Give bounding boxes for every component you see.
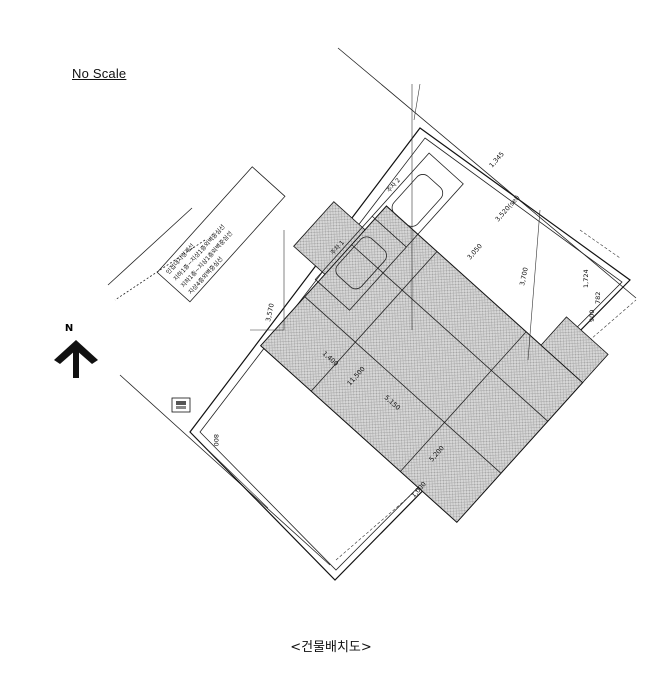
dim-3700: 3,700: [518, 267, 530, 287]
legend-line-2: 지하1층~지상1층외벽중심선: [172, 223, 227, 283]
building-footprint: [259, 201, 609, 524]
north-arrow-icon: N: [54, 323, 98, 378]
utility-box: [171, 397, 191, 413]
dim-1345: 1,345: [488, 150, 506, 169]
dim-900: 900: [588, 310, 596, 322]
leader-lines: [207, 83, 541, 509]
dim-1724: 1,724: [582, 269, 590, 288]
north-label: N: [65, 323, 73, 334]
dim-3050: 3,050: [466, 242, 484, 261]
legend-block: 인접대지경계선 지하1층~지상1층외벽중심선 지하1층~지상1층외벽중심선 지상…: [156, 166, 286, 303]
dim-800: 800: [212, 434, 220, 446]
drawing-caption: <건물배치도>: [290, 640, 372, 655]
scale-note: No Scale: [72, 66, 127, 81]
dim-3570: 3,570: [264, 303, 276, 323]
dim-782: 782: [594, 292, 602, 304]
